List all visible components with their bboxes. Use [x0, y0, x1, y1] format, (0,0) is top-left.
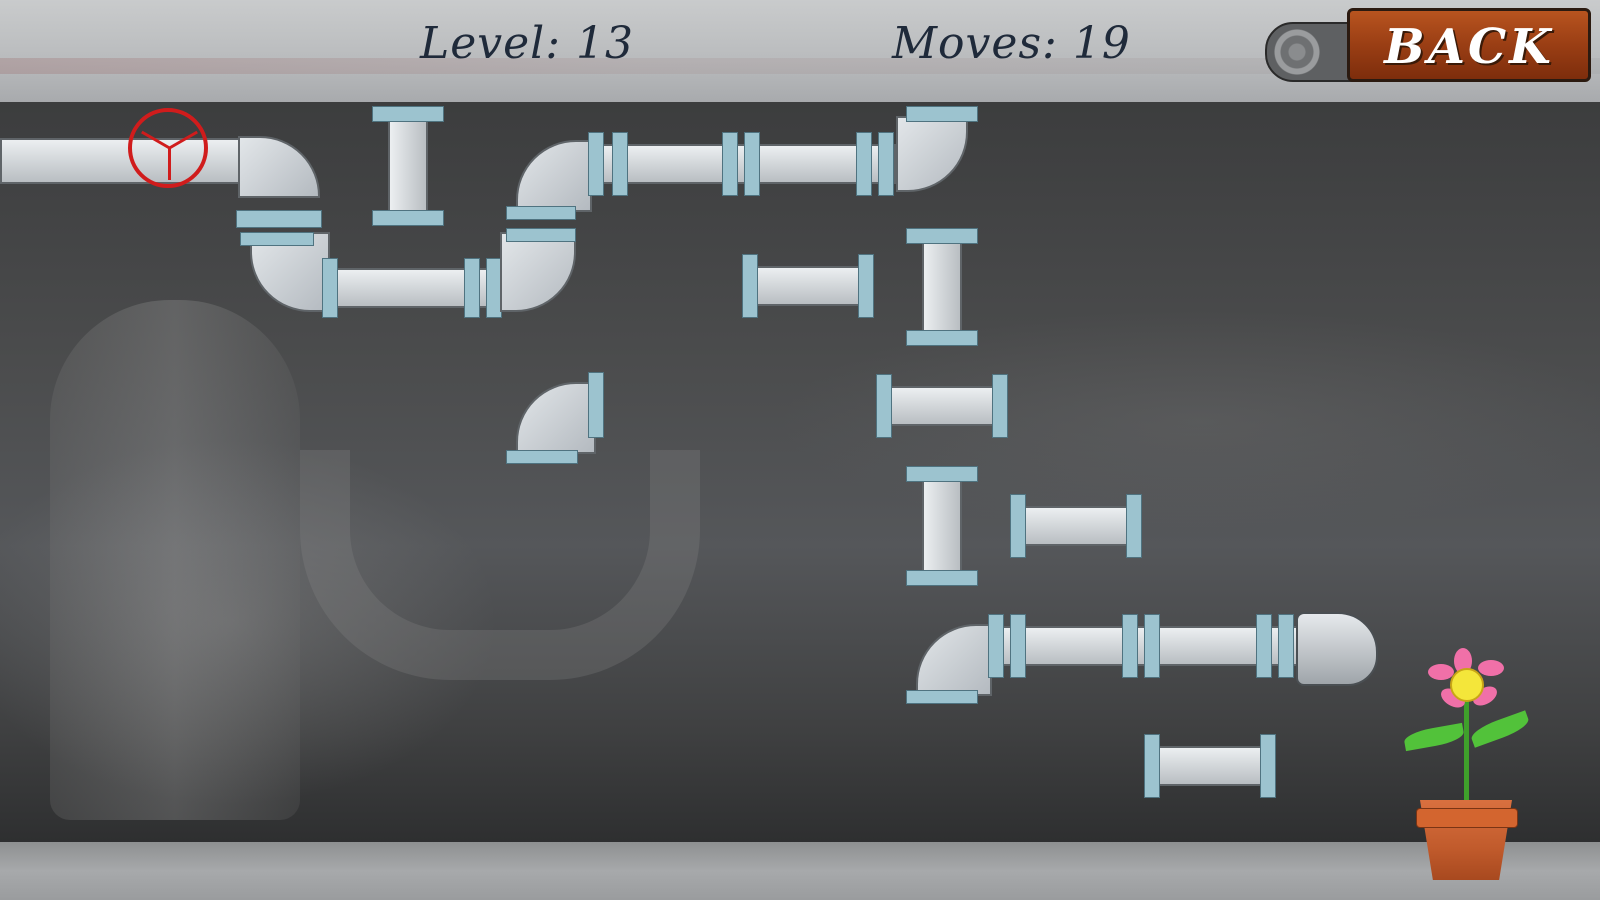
- pipe-flange: [878, 132, 894, 196]
- pipe-flange: [906, 466, 978, 482]
- pipe-tile-straight[interactable]: [922, 476, 962, 580]
- pipe-flange: [744, 132, 760, 196]
- pipe-flange: [856, 132, 872, 196]
- pipe-flange: [240, 232, 314, 246]
- pipe-flange: [1010, 614, 1026, 678]
- pipe-flange: [506, 206, 576, 220]
- pipe-flange: [1278, 614, 1294, 678]
- pipe-flange: [906, 228, 978, 244]
- level-indicator: Level: 13: [420, 18, 635, 69]
- back-button[interactable]: BACK: [1347, 8, 1591, 82]
- pipe-flange: [506, 450, 578, 464]
- pipe-flange: [506, 228, 576, 242]
- pipe-flange: [906, 106, 978, 122]
- pipe-flange: [906, 690, 978, 704]
- background-ghost-elbow: [300, 450, 700, 680]
- pipe-flange: [1010, 494, 1026, 558]
- pipe-flange: [992, 374, 1008, 438]
- background-floor: [0, 842, 1600, 900]
- pipe-flange: [1144, 614, 1160, 678]
- pipe-flange: [906, 570, 978, 586]
- pipe-tile-straight[interactable]: [1156, 746, 1268, 786]
- pipe-tile-straight[interactable]: [888, 386, 1000, 426]
- pipe-flange: [612, 132, 628, 196]
- pipe-flange: [906, 330, 978, 346]
- pipe-flange: [322, 258, 338, 318]
- pipe-tile-straight[interactable]: [1022, 506, 1134, 546]
- back-button-group[interactable]: BACK: [1265, 8, 1595, 84]
- pipe-tile-straight[interactable]: [922, 238, 962, 342]
- pipe-tile-straight[interactable]: [754, 266, 866, 306]
- pipe-flange: [464, 258, 480, 318]
- pipe-flange: [1144, 734, 1160, 798]
- pipe-flange: [858, 254, 874, 318]
- pipe-flange: [588, 372, 604, 438]
- valve-wheel-icon[interactable]: [128, 108, 208, 188]
- background-ghost-pipe: [50, 300, 300, 820]
- pipe-flange: [372, 106, 444, 122]
- pipe-flange: [742, 254, 758, 318]
- pipe-flange: [1260, 734, 1276, 798]
- pipe-flange: [588, 132, 604, 196]
- source-pipe: [0, 138, 250, 184]
- pipe-flange: [722, 132, 738, 196]
- back-button-pipe-cap-icon: [1265, 22, 1359, 82]
- background-stripe: [0, 58, 1600, 74]
- pipe-flange: [372, 210, 444, 226]
- source-flange: [236, 210, 322, 228]
- pipe-tile-straight[interactable]: [388, 116, 428, 220]
- pipe-flange: [988, 614, 1004, 678]
- pipe-flange: [1122, 614, 1138, 678]
- moves-counter: Moves: 19: [892, 18, 1131, 69]
- pipe-flange: [876, 374, 892, 438]
- pipe-outlet-icon: [1296, 612, 1378, 686]
- pipe-flange: [1256, 614, 1272, 678]
- pipe-flange: [1126, 494, 1142, 558]
